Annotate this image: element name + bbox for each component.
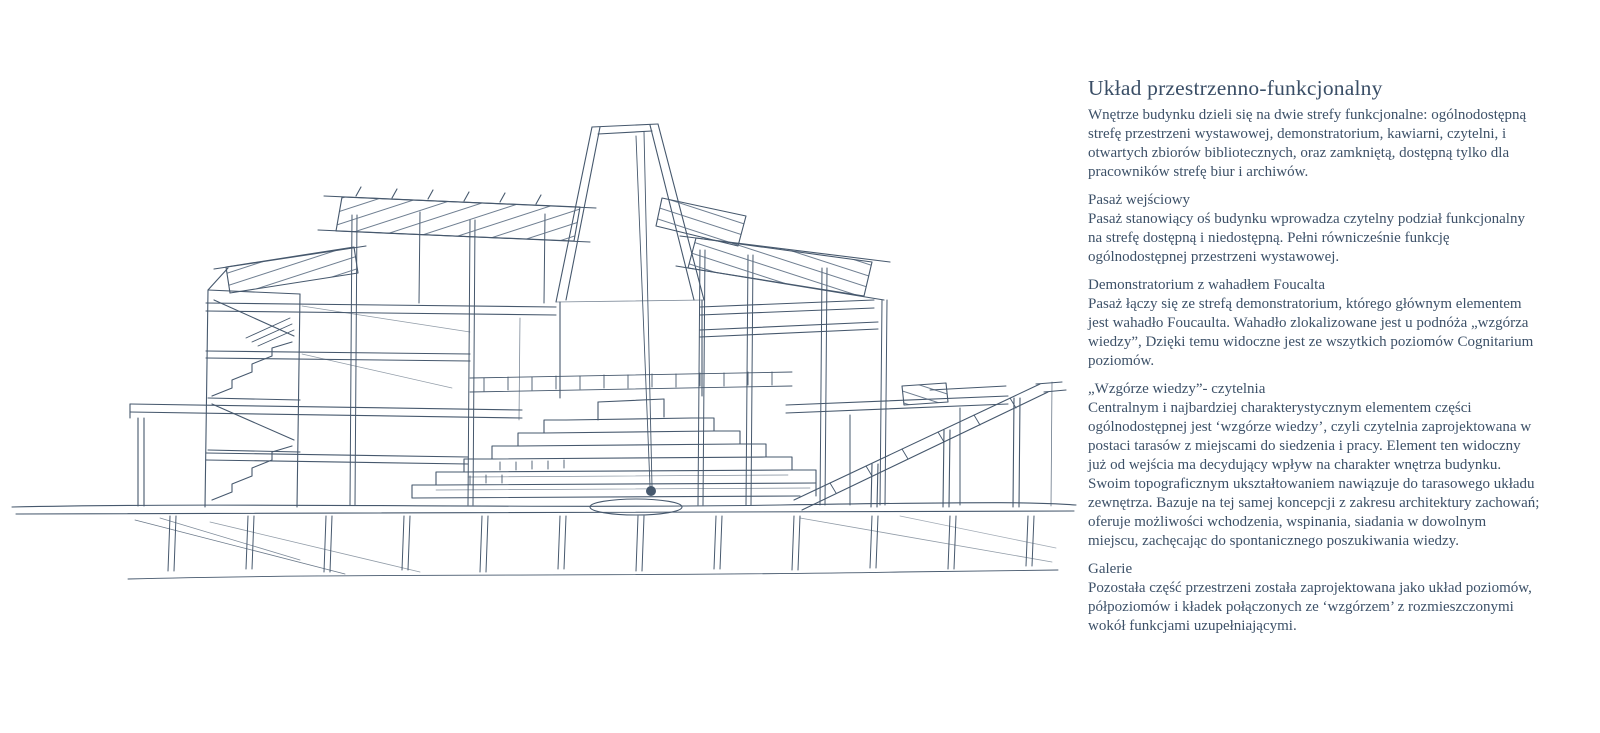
right-ramp: [793, 381, 1067, 511]
section-body-demonstratorium: Pasaż łączy się ze strefą demonstratoriu…: [1088, 296, 1534, 369]
gallery-railing: [469, 371, 793, 393]
page-title: Układ przestrzenno-funkcjonalny: [1088, 76, 1383, 100]
central-tower: [555, 123, 705, 399]
intro-paragraph: Wnętrze budynku dzieli się na dwie stref…: [1088, 107, 1527, 180]
section-body-pasaz-wejsciowy: Pasaż stanowiący oś budynku wprowadza cz…: [1088, 211, 1525, 265]
section-body-galerie: Pozostała część przestrzeni została zapr…: [1088, 580, 1532, 634]
architectural-section-sketch: [11, 123, 1077, 580]
section-heading-wzgorze-wiedzy: „Wzgórze wiedzy”- czytelnia: [1088, 381, 1266, 397]
ground-lines: [11, 502, 1077, 580]
description-column: Układ przestrzenno-funkcjonalny Wnętrze …: [1088, 76, 1540, 636]
section-body-wzgorze-wiedzy: Centralnym i najbardziej charakterystycz…: [1088, 400, 1540, 549]
building-section-drawing: [11, 123, 1077, 580]
left-stair-tower: [204, 267, 301, 508]
section-heading-demonstratorium: Demonstratorium z wahadłem Foucalta: [1088, 277, 1326, 293]
pendulum-bob: [646, 486, 656, 496]
floor-slabs: [129, 299, 1009, 507]
foundation-piles: [134, 515, 1057, 575]
columns: [349, 211, 961, 506]
section-heading-pasaz-wejsciowy: Pasaż wejściowy: [1088, 192, 1191, 208]
roof-planes: [213, 186, 891, 301]
section-heading-galerie: Galerie: [1088, 561, 1133, 577]
knowledge-hill-terraces: [411, 398, 817, 499]
